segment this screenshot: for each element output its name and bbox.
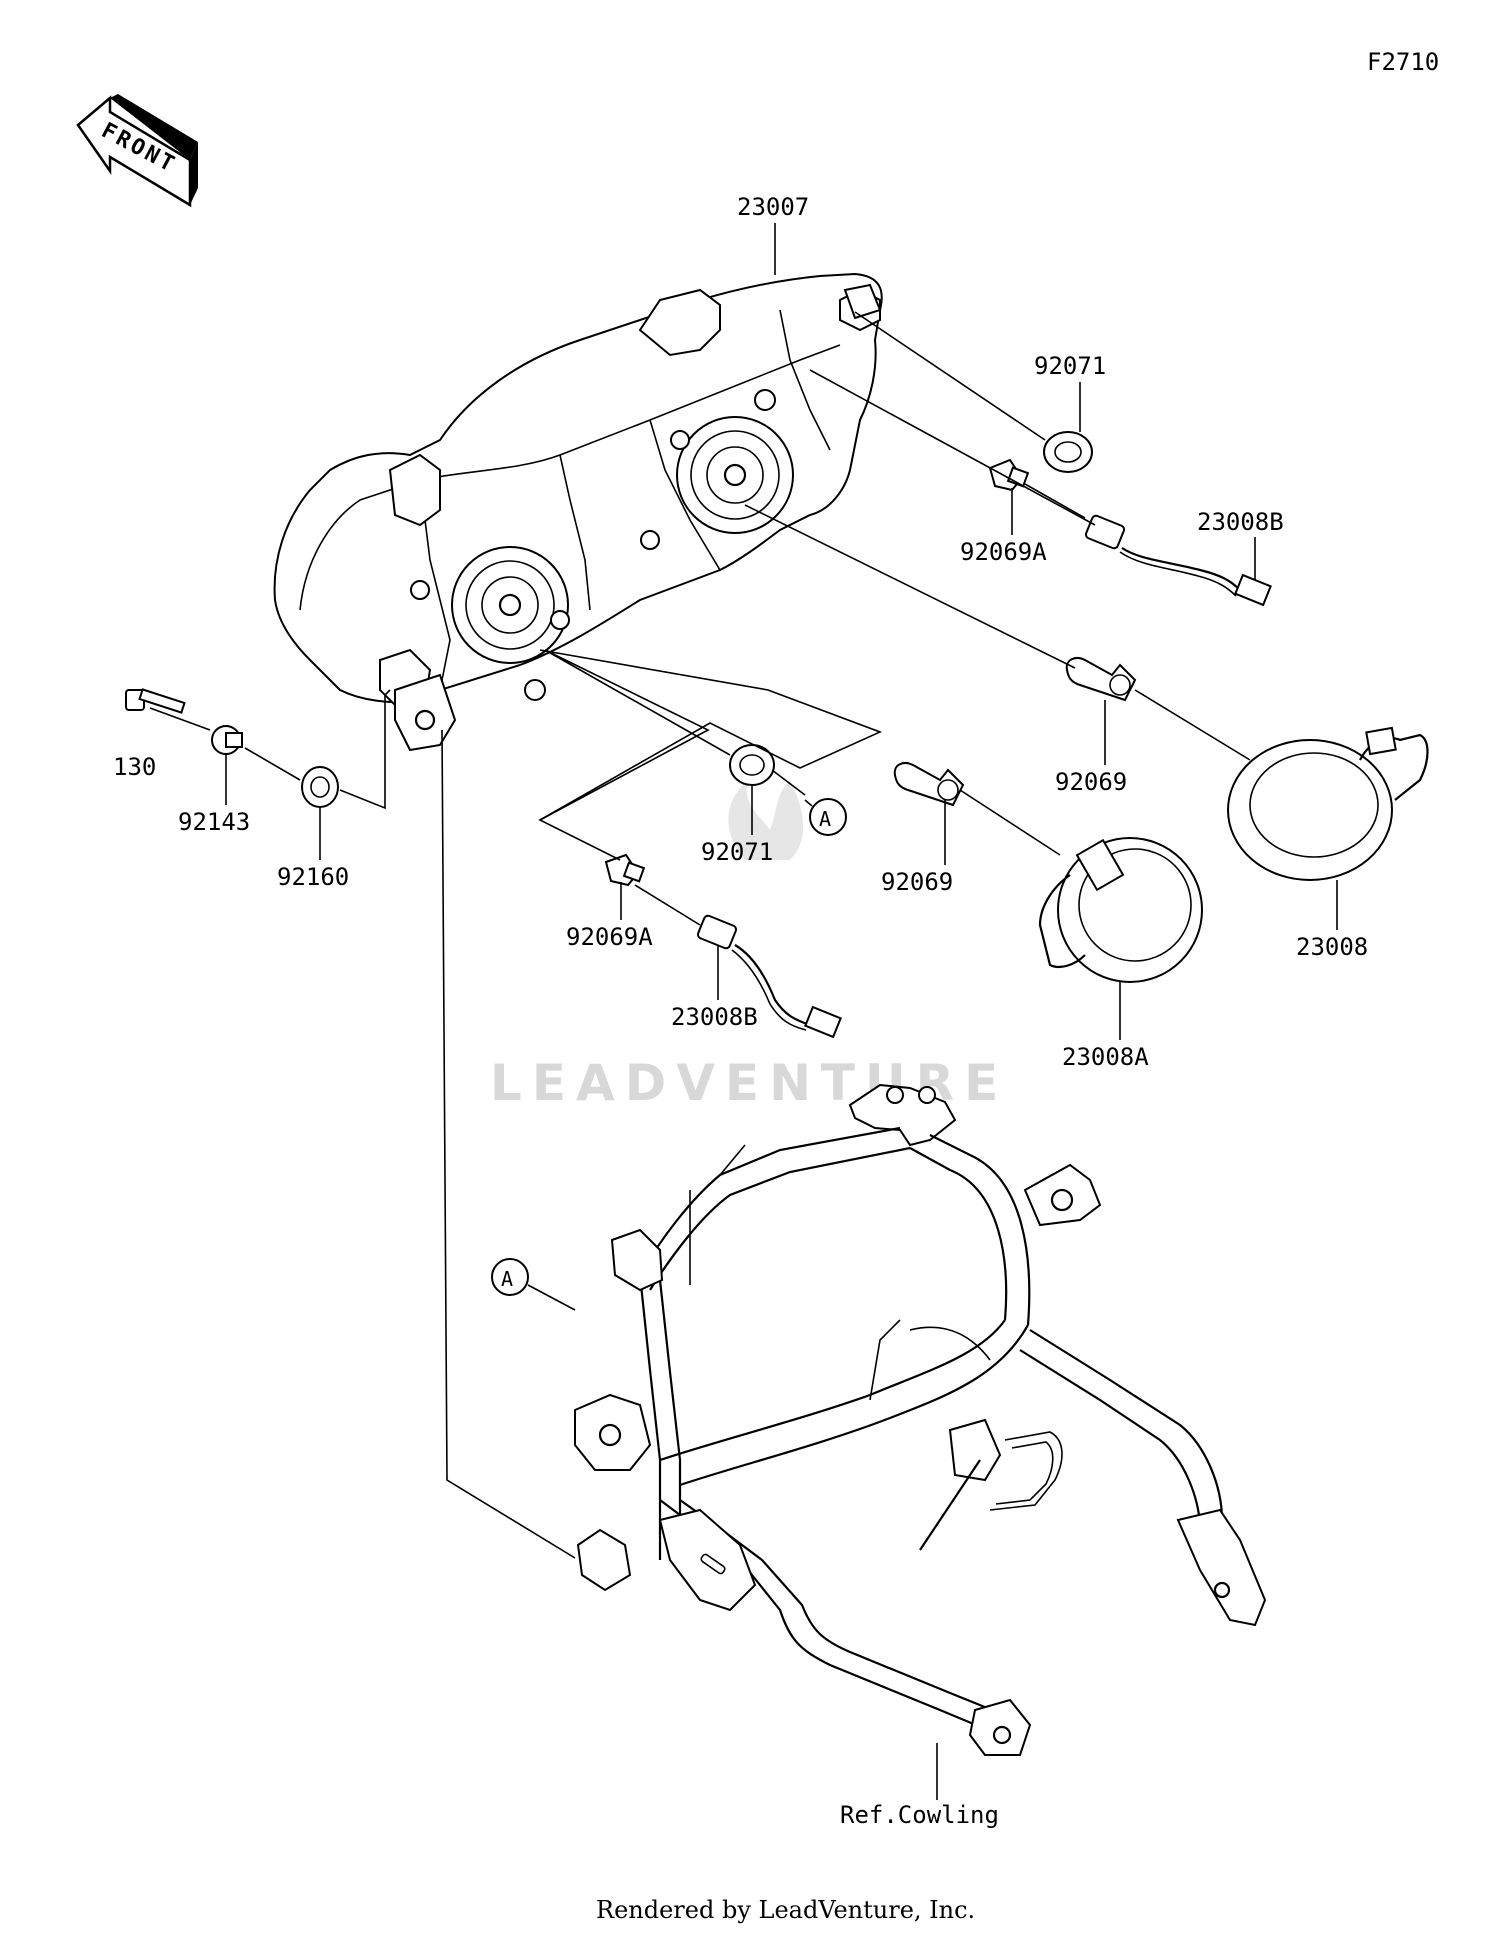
- socket-lower: [696, 914, 842, 1039]
- ref-mark-a-lower: A: [491, 1258, 576, 1311]
- bulb-small-lower: [604, 853, 646, 887]
- label-grommet-lower: 92071: [701, 838, 773, 866]
- bulb-lower: [893, 762, 965, 807]
- label-grommet-upper: 92071: [1034, 352, 1106, 380]
- label-bulb-small-upper: 92069A: [960, 538, 1047, 566]
- cover-right: [1227, 726, 1429, 881]
- label-bulb-upper: 92069: [1055, 768, 1127, 796]
- collar: [211, 725, 243, 755]
- ref-mark-a-upper: A: [804, 798, 847, 836]
- grommet-upper: [1043, 431, 1093, 473]
- ref-mark-a-upper-label: A: [819, 807, 831, 831]
- footer-credit: Rendered by LeadVenture, Inc.: [596, 1896, 975, 1924]
- figure-code: F2710: [1367, 48, 1439, 76]
- front-arrow-icon: FRONT: [76, 94, 198, 208]
- ref-mark-a-lower-label: A: [501, 1267, 513, 1291]
- label-headlight-assy: 23007: [737, 193, 809, 221]
- label-damper: 92160: [277, 863, 349, 891]
- label-bulb-small-lower: 92069A: [566, 923, 653, 951]
- headlight-bracket: [574, 1083, 1267, 1756]
- label-bolt: 130: [113, 753, 156, 781]
- label-ref-cowling: Ref.Cowling: [840, 1801, 999, 1829]
- bulb-small-upper: [988, 458, 1030, 492]
- label-collar: 92143: [178, 808, 250, 836]
- label-socket-upper: 23008B: [1197, 508, 1284, 536]
- bolt: [125, 688, 186, 714]
- label-socket-lower: 23008B: [671, 1003, 758, 1031]
- label-bulb-lower: 92069: [881, 868, 953, 896]
- headlight-assembly: [273, 272, 883, 752]
- damper: [301, 766, 339, 808]
- leader-lines: [149, 223, 1338, 1800]
- bulb-upper: [1065, 657, 1137, 702]
- label-cover-left: 23008A: [1062, 1043, 1149, 1071]
- cover-left: [1038, 837, 1203, 983]
- socket-upper: [1084, 514, 1272, 607]
- label-cover-right: 23008: [1296, 933, 1368, 961]
